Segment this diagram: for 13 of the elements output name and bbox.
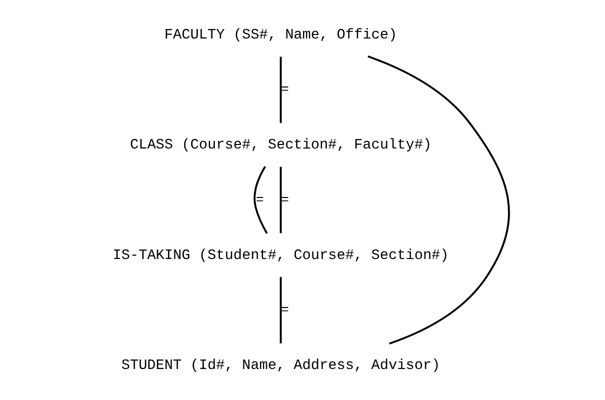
edge-label: = bbox=[281, 192, 289, 208]
node-text: CLASS (Course#, Section#, Faculty#) bbox=[130, 138, 432, 154]
connector bbox=[368, 55, 510, 345]
node-text: IS-TAKING (Student#, Course#, Section#) bbox=[112, 248, 449, 264]
node-text: STUDENT (Id#, Name, Address, Advisor) bbox=[121, 358, 440, 374]
connector bbox=[254, 166, 268, 234]
edge-label: = bbox=[281, 82, 289, 98]
connector bbox=[280, 166, 282, 234]
connector bbox=[280, 277, 282, 344]
edge-label: = bbox=[256, 192, 264, 208]
node-text: FACULTY (SS#, Name, Office) bbox=[164, 27, 398, 44]
edge-label: = bbox=[281, 302, 289, 318]
connector bbox=[280, 56, 282, 124]
